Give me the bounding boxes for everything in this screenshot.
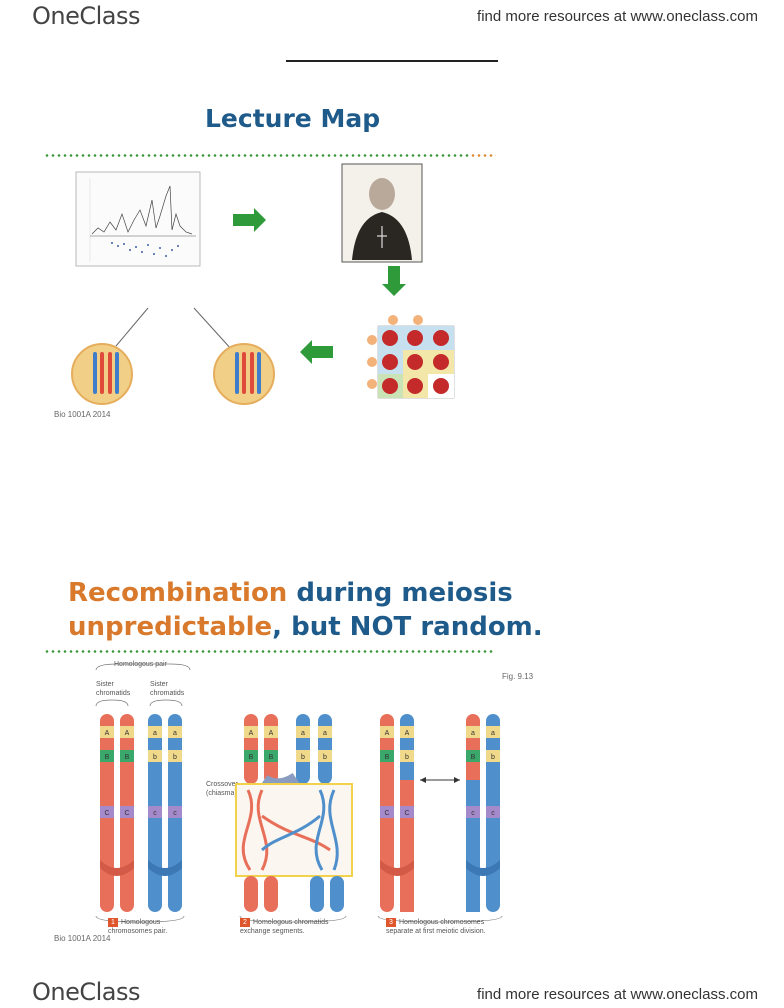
allele-label: c <box>153 810 157 817</box>
oneclass-logo-footer[interactable]: OneClass <box>32 978 141 1006</box>
allele-label: a <box>323 730 327 737</box>
allele-label: c <box>173 810 177 817</box>
label-sister-chromatids-right: Sister chromatids <box>150 681 185 697</box>
cell-left-image <box>71 343 133 405</box>
footer-resources-link[interactable]: find more resources at www.oneclass.com <box>477 986 758 1003</box>
slide2-title: Recombination during meiosis unpredictab… <box>68 576 543 644</box>
allele-label: c <box>491 810 495 817</box>
cell-right-image <box>213 343 275 405</box>
slide1-dotted-rule <box>44 154 470 157</box>
figure-number: Fig. 9.13 <box>502 672 534 681</box>
oneclass-logo[interactable]: OneClass <box>32 2 141 30</box>
allele-label: C <box>124 810 129 817</box>
arrow-right-icon <box>233 208 266 232</box>
allele-label: A <box>125 730 130 737</box>
header-rule <box>286 60 498 62</box>
label-sister-chromatids-left: Sister chromatids <box>96 681 131 697</box>
allele-label: C <box>384 810 389 817</box>
arrow-left-icon <box>300 340 333 364</box>
punnett-square-image <box>367 315 455 399</box>
allele-label: b <box>323 754 327 761</box>
allele-label: A <box>105 730 110 737</box>
slide2-title-not-random: , but NOT random. <box>272 612 543 642</box>
panel2-crossover <box>235 714 353 912</box>
label-crossover: Crossover (chiasma) <box>206 781 238 797</box>
genome-scan-plot-image <box>75 171 201 267</box>
allele-label: b <box>153 754 157 761</box>
allele-label: b <box>173 754 177 761</box>
lecture-map-figure <box>71 163 455 405</box>
slide1-dotted-rule-accent <box>470 154 496 157</box>
allele-label: a <box>301 730 305 737</box>
allele-label: A <box>249 730 254 737</box>
allele-label: b <box>405 754 409 761</box>
pointer-line-right <box>193 307 233 351</box>
slide2-title-unpredictable: unpredictable <box>68 612 273 642</box>
allele-label: A <box>385 730 390 737</box>
allele-label: C <box>104 810 109 817</box>
allele-label: c <box>471 810 475 817</box>
allele-label: A <box>269 730 274 737</box>
allele-label: b <box>301 754 305 761</box>
allele-label: a <box>471 730 475 737</box>
allele-label: A <box>405 730 410 737</box>
step2-badge: 2 <box>240 918 250 927</box>
allele-label: a <box>173 730 177 737</box>
slide2-caption: Bio 1001A 2014 <box>54 934 111 943</box>
allele-label: C <box>404 810 409 817</box>
meiosis-recombination-figure: A A a a B B b b C C c c A A a <box>95 663 503 923</box>
allele-label: B <box>385 754 390 761</box>
step3-badge: 3 <box>386 918 396 927</box>
allele-label: B <box>249 754 254 761</box>
slide2-title-recombination: Recombination <box>68 578 288 608</box>
mendel-portrait-image <box>341 163 423 263</box>
allele-label: b <box>491 754 495 761</box>
slide1-title: Lecture Map <box>205 104 381 133</box>
header-resources-link[interactable]: find more resources at www.oneclass.com <box>477 8 758 25</box>
panel3-separated-chromosomes <box>380 714 500 912</box>
allele-label: B <box>125 754 130 761</box>
allele-label: B <box>471 754 476 761</box>
slide2-dotted-rule <box>44 650 494 653</box>
slide1-caption: Bio 1001A 2014 <box>54 410 111 419</box>
arrow-down-icon <box>382 266 406 296</box>
label-homologous-pair: Homologous pair <box>114 661 167 668</box>
allele-label: a <box>491 730 495 737</box>
pointer-line-left <box>115 307 149 347</box>
panel1-chromosomes <box>100 714 182 912</box>
step1-badge: 1 <box>108 918 118 927</box>
allele-label: a <box>153 730 157 737</box>
allele-label: B <box>105 754 110 761</box>
allele-label: B <box>269 754 274 761</box>
slide2-title-during-meiosis: during meiosis <box>287 578 513 608</box>
